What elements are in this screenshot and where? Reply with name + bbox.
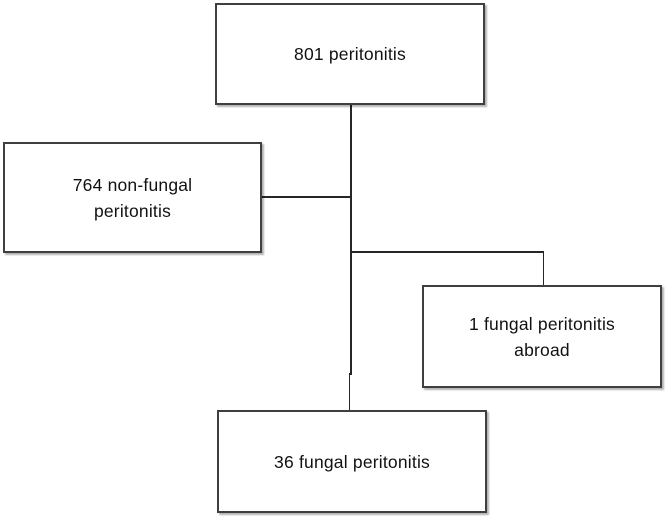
- node-1-fungal-peritonitis-abroad: 1 fungal peritonitis abroad: [422, 285, 662, 388]
- node-36-fungal-peritonitis-label: 36 fungal peritonitis: [274, 451, 430, 472]
- node-764-non-fungal-peritonitis: 764 non-fungal peritonitis: [3, 142, 262, 253]
- connector-to-nonfungal-horizontal: [262, 196, 351, 198]
- node-764-non-fungal-peritonitis-label: 764 non-fungal peritonitis: [73, 172, 193, 224]
- node-1-fungal-abroad-label: 1 fungal peritonitis abroad: [469, 311, 615, 363]
- node-764-non-fungal-line1: 764 non-fungal: [72, 174, 193, 195]
- connector-to-abroad-vertical: [542, 251, 544, 285]
- node-801-peritonitis: 801 peritonitis: [215, 3, 485, 105]
- node-764-non-fungal-line2: peritonitis: [93, 200, 172, 221]
- connector-to-abroad-horizontal: [351, 251, 544, 253]
- node-36-fungal-peritonitis: 36 fungal peritonitis: [217, 410, 487, 513]
- connector-total-main-vertical: [350, 105, 352, 375]
- connector-to-fungal-vertical: [348, 373, 350, 410]
- node-1-fungal-abroad-line1: 1 fungal peritonitis: [468, 313, 616, 334]
- node-801-peritonitis-label: 801 peritonitis: [294, 44, 406, 64]
- node-1-fungal-abroad-line2: abroad: [514, 339, 570, 360]
